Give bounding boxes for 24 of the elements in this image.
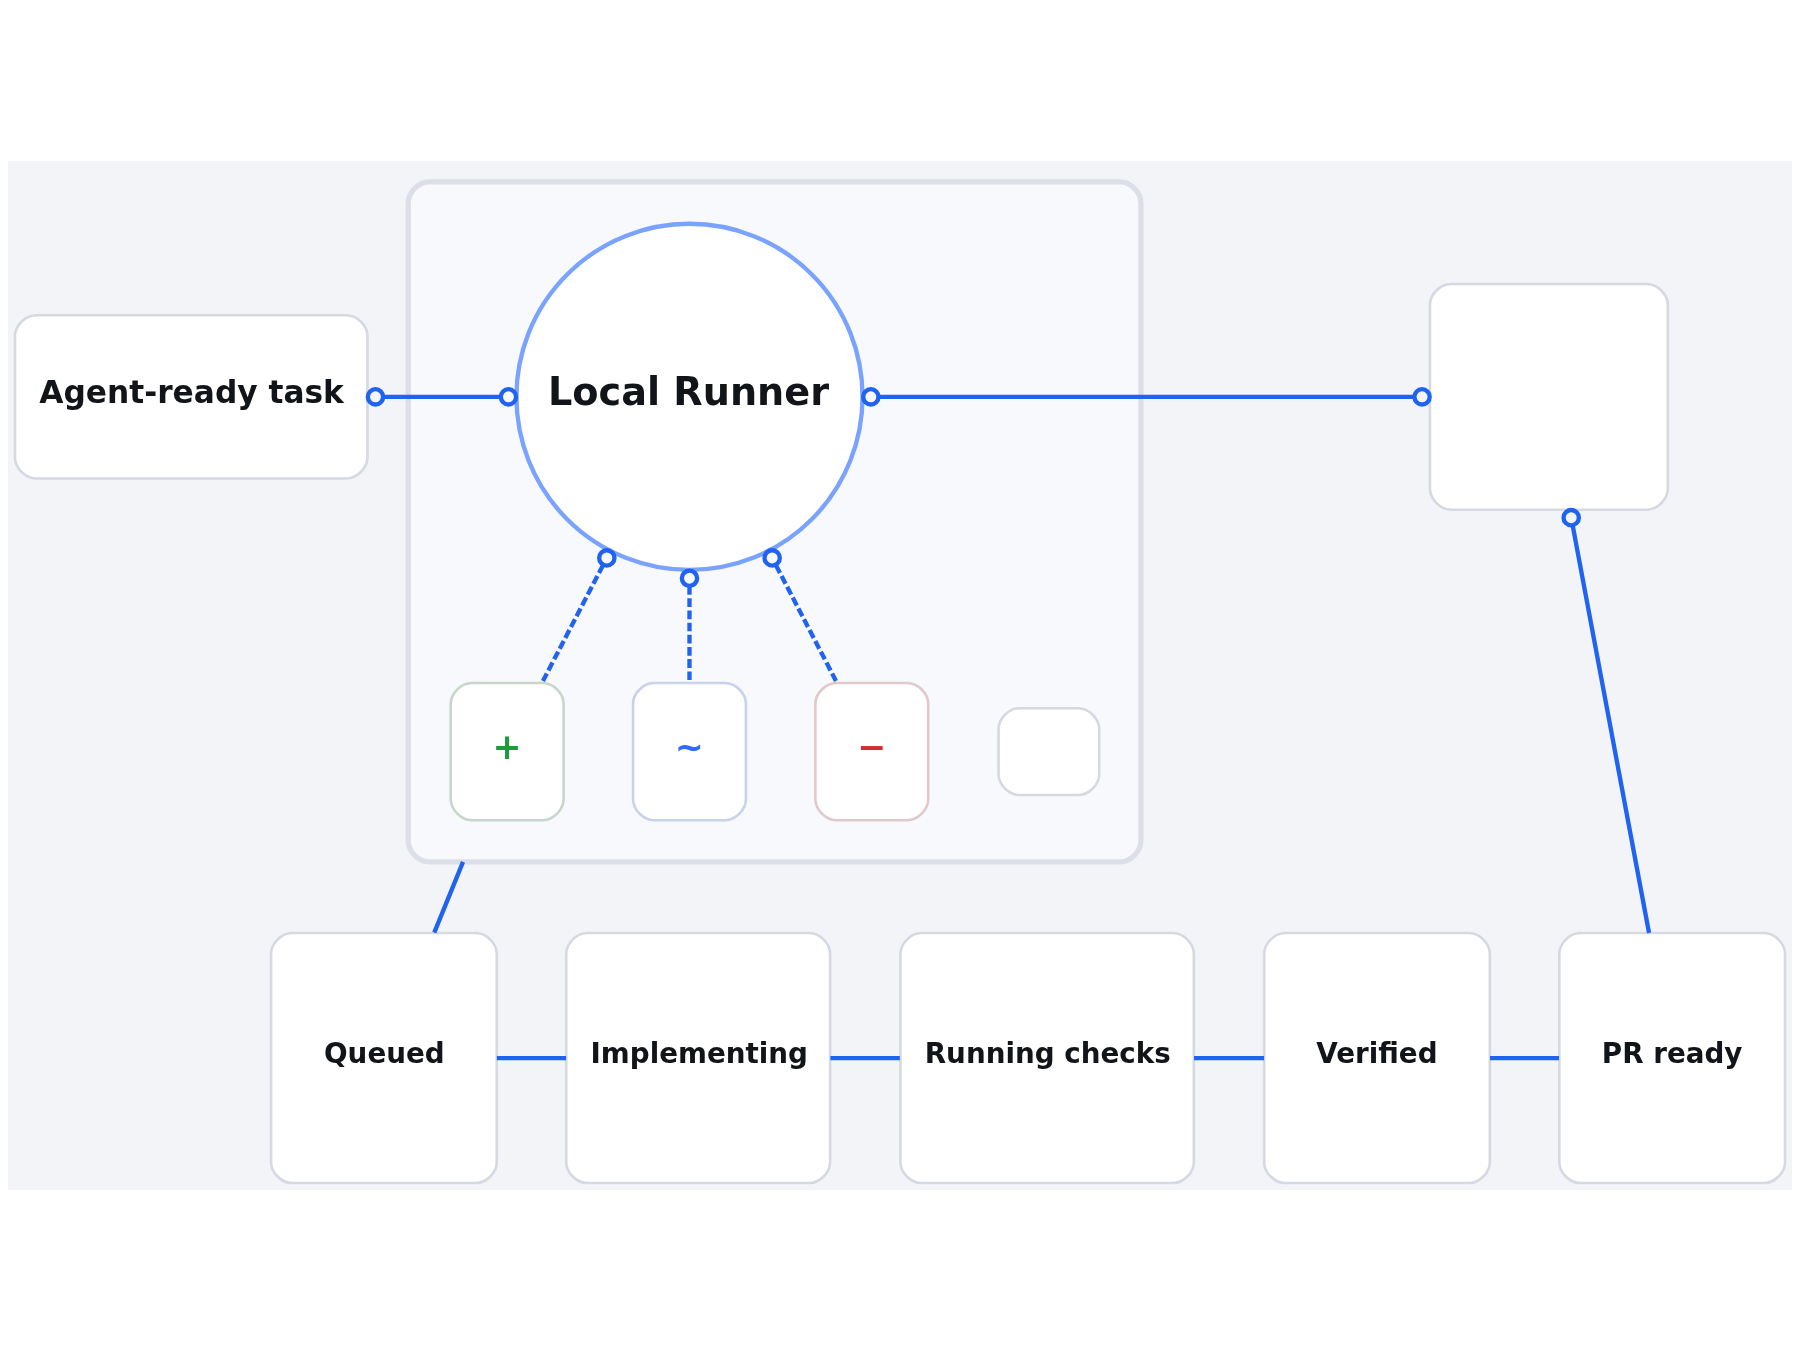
node-box: Verified <box>1262 931 1492 1184</box>
node-box: Running checks <box>899 931 1196 1184</box>
connector <box>861 386 1432 407</box>
node-circle: Local Runner <box>514 221 865 572</box>
node-box: Agent-ready task <box>13 313 369 480</box>
node-box: + <box>449 681 565 821</box>
connector <box>540 547 617 684</box>
connector <box>432 860 466 933</box>
node-box: Implementing <box>564 931 832 1184</box>
connector <box>1490 1055 1559 1060</box>
cluster <box>405 178 1144 864</box>
connector <box>365 386 519 407</box>
connector <box>1561 507 1652 933</box>
node-box: PR ready <box>1558 931 1787 1184</box>
node-box: − <box>814 681 930 821</box>
connector <box>1194 1055 1265 1060</box>
node-box: Queued <box>269 931 499 1184</box>
node-box <box>1428 282 1670 511</box>
node-box <box>997 706 1101 796</box>
connector <box>679 567 700 683</box>
node-box: ~ <box>631 681 748 821</box>
connector <box>762 547 839 684</box>
connector <box>496 1055 567 1060</box>
connector <box>830 1055 900 1060</box>
